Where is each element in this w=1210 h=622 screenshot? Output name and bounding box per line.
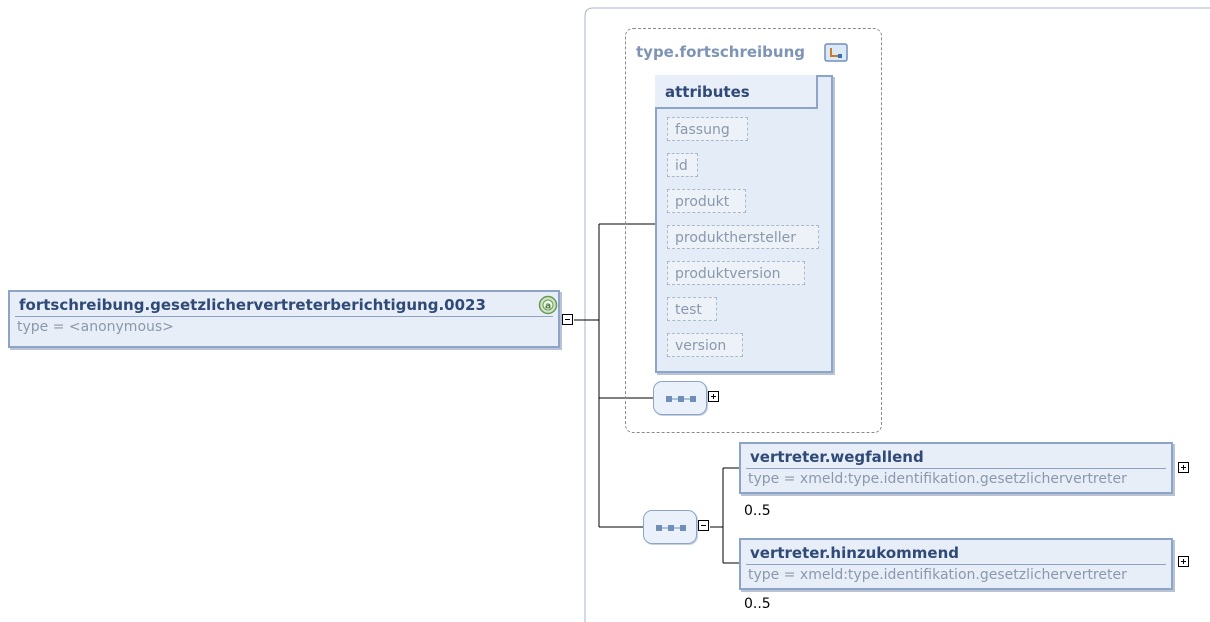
sequence-collapse-toggle[interactable] bbox=[698, 520, 709, 531]
complex-type-icon bbox=[824, 43, 848, 62]
child-element-name: vertreter.hinzukommend bbox=[750, 544, 960, 562]
attribute-badge-icon: a bbox=[538, 295, 558, 315]
attribute-item[interactable]: produktversion bbox=[667, 261, 805, 285]
svg-text:a: a bbox=[545, 302, 551, 312]
child-element-type: type = xmeld:type.identifikation.gesetzl… bbox=[748, 471, 1127, 487]
root-element-type: type = <anonymous> bbox=[17, 319, 174, 335]
multiplicity-label: 0..5 bbox=[744, 596, 771, 612]
attributes-tab[interactable]: attributes bbox=[655, 75, 818, 109]
attribute-item[interactable]: fassung bbox=[667, 117, 748, 141]
attribute-item[interactable]: id bbox=[667, 153, 698, 177]
type-container bbox=[625, 28, 882, 433]
attribute-item[interactable]: produkthersteller bbox=[667, 225, 819, 249]
attribute-item[interactable]: test bbox=[667, 297, 717, 321]
sequence-expand-toggle[interactable] bbox=[708, 391, 719, 402]
child-separator bbox=[746, 468, 1166, 469]
child-expand-toggle[interactable] bbox=[1178, 556, 1189, 567]
attribute-item[interactable]: version bbox=[667, 333, 743, 357]
multiplicity-label: 0..5 bbox=[744, 503, 771, 519]
sequence-compositor-icon[interactable] bbox=[643, 510, 697, 544]
child-expand-toggle[interactable] bbox=[1178, 462, 1189, 473]
root-element-name: fortschreibung.gesetzlichervertreterberi… bbox=[19, 296, 486, 314]
child-element-wegfallend[interactable]: vertreter.wegfallend type = xmeld:type.i… bbox=[739, 442, 1173, 494]
root-collapse-toggle[interactable] bbox=[562, 314, 573, 325]
root-separator bbox=[15, 316, 553, 317]
attribute-item[interactable]: produkt bbox=[667, 189, 746, 213]
child-separator bbox=[746, 564, 1166, 565]
attributes-header: attributes bbox=[665, 83, 750, 101]
root-element-box[interactable]: fortschreibung.gesetzlichervertreterberi… bbox=[8, 290, 560, 348]
sequence-compositor-icon[interactable] bbox=[653, 381, 707, 415]
child-element-name: vertreter.wegfallend bbox=[750, 448, 924, 466]
type-name: type.fortschreibung bbox=[636, 43, 805, 61]
child-element-hinzukommend[interactable]: vertreter.hinzukommend type = xmeld:type… bbox=[739, 538, 1173, 590]
child-element-type: type = xmeld:type.identifikation.gesetzl… bbox=[748, 567, 1127, 583]
